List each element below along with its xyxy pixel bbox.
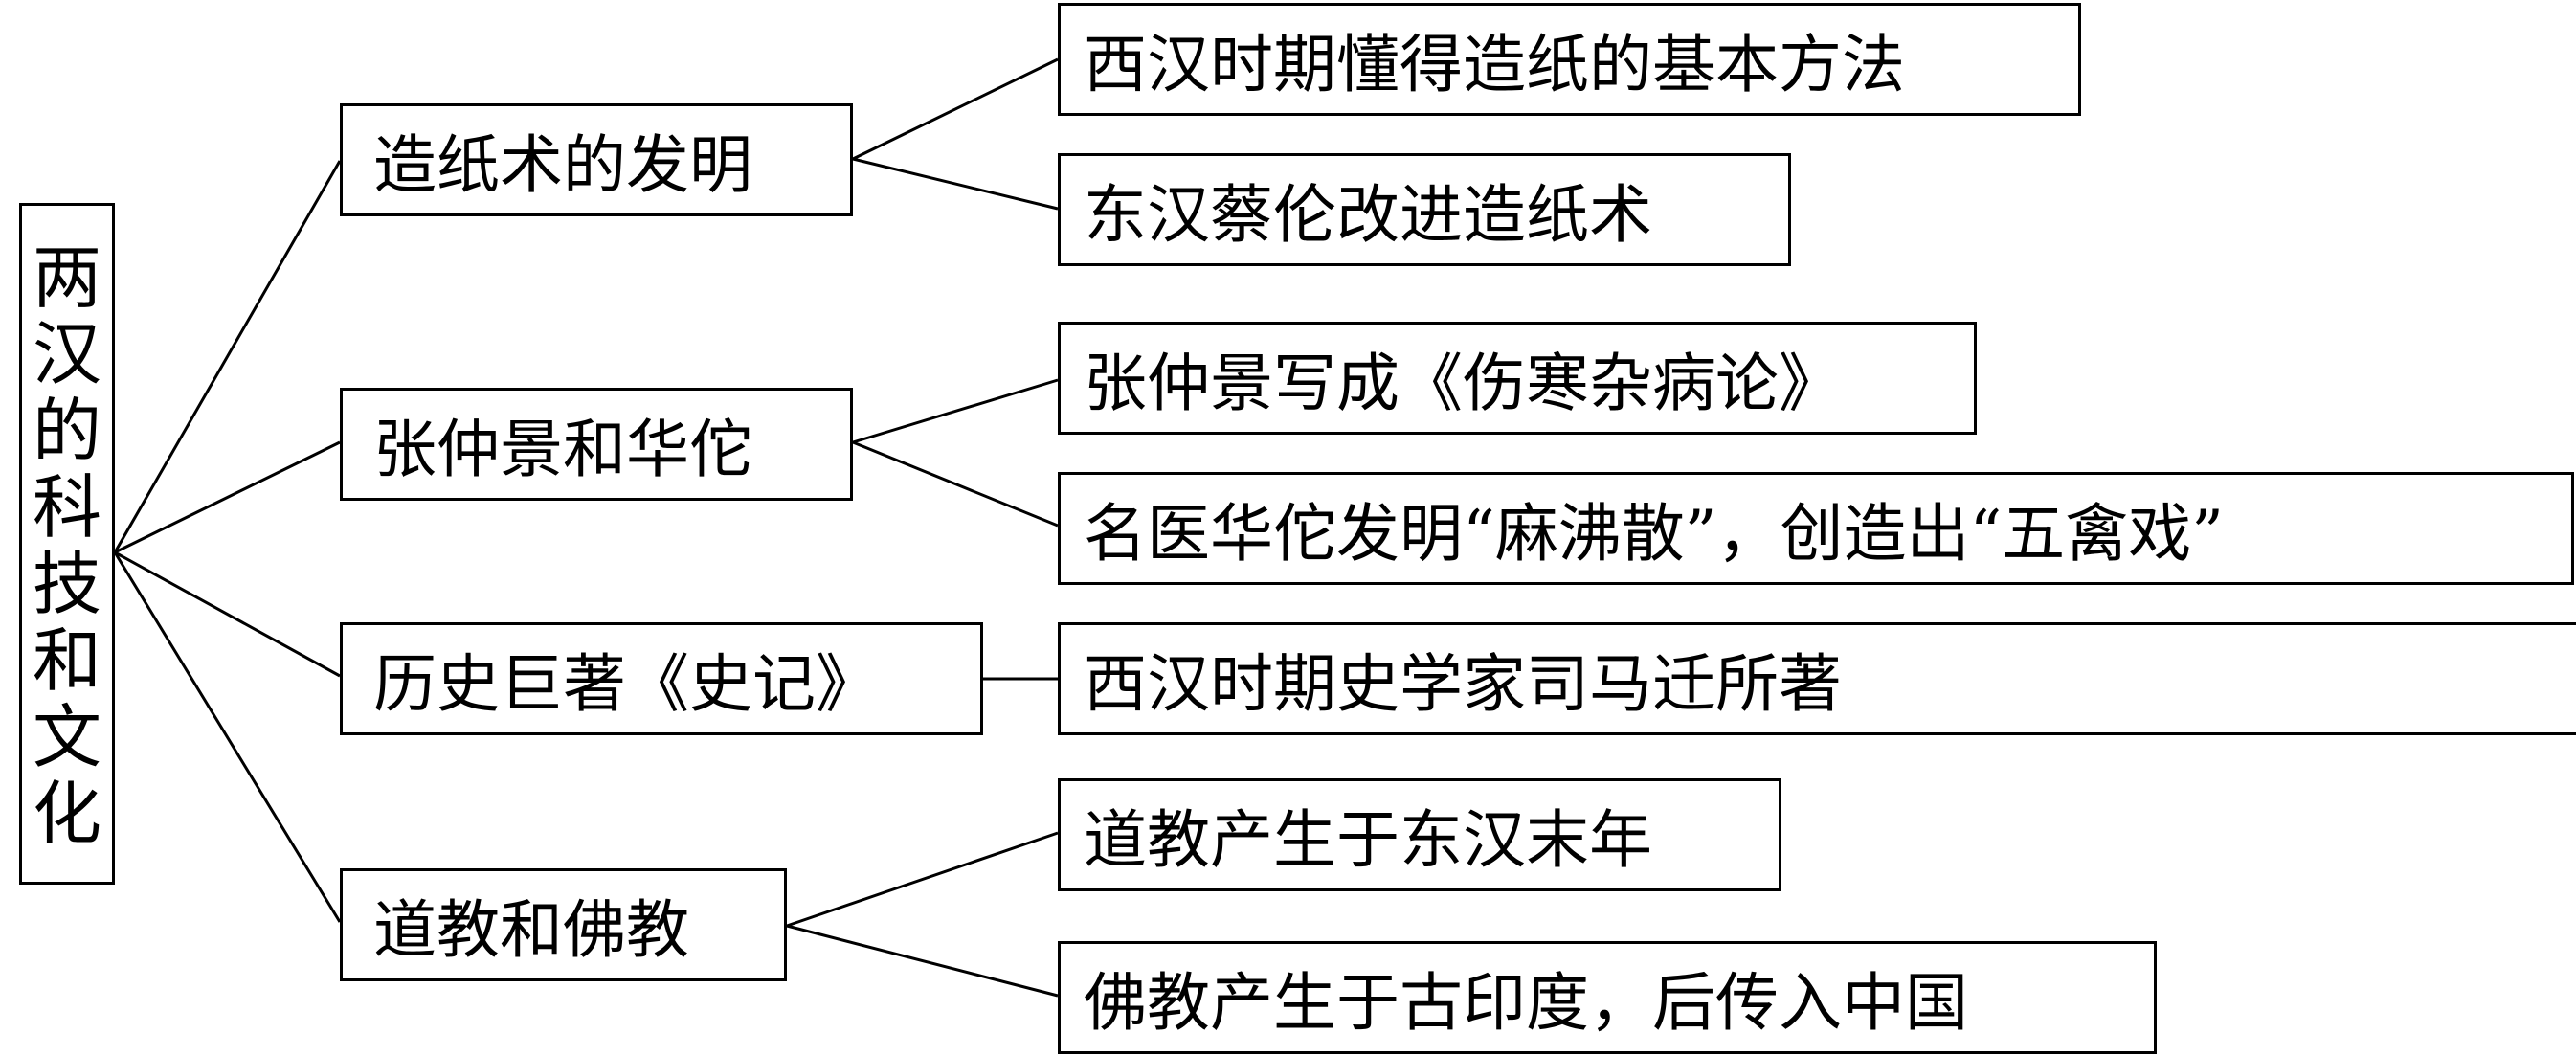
root-char: 汉 xyxy=(32,314,101,394)
connector-root-branch-1 xyxy=(113,160,342,553)
connector-branch-2-leaf-1 xyxy=(852,378,1059,444)
branch-papermaking: 造纸术的发明 xyxy=(340,103,853,216)
connector-branch-1-leaf-2 xyxy=(852,157,1059,211)
connector-root-branch-3 xyxy=(114,550,341,678)
branch-zhang-zhongjing-hua-tuo: 张仲景和华佗 xyxy=(340,388,853,501)
root-char: 两 xyxy=(32,237,101,318)
leaf-taoism-origin: 道教产生于东汉末年 xyxy=(1058,778,1781,891)
leaf-shanghan-lun: 张仲景写成《伤寒杂病论》 xyxy=(1058,322,1977,435)
connector-branch-2-leaf-2 xyxy=(852,440,1059,528)
leaf-buddhism-origin: 佛教产生于古印度，后传入中国 xyxy=(1058,941,2157,1054)
branch-taoism-buddhism: 道教和佛教 xyxy=(340,868,787,981)
connector-branch-4-leaf-1 xyxy=(786,831,1059,928)
leaf-mafeisan-wuqinxi: 名医华佗发明“麻沸散”，创造出“五禽戏” xyxy=(1058,472,2574,585)
connector-branch-4-leaf-2 xyxy=(786,924,1059,998)
root-char: 化 xyxy=(32,774,101,854)
connector-root-branch-2 xyxy=(114,440,341,554)
leaf-sima-qian: 西汉时期史学家司马迁所著 xyxy=(1058,622,2576,735)
root-char: 和 xyxy=(32,620,101,701)
root-char: 科 xyxy=(32,467,101,548)
leaf-cai-lun: 东汉蔡伦改进造纸术 xyxy=(1058,153,1791,266)
root-topic: 两 汉 的 科 技 和 文 化 xyxy=(19,203,115,885)
connector-branch-1-leaf-1 xyxy=(852,57,1059,161)
branch-shiji: 历史巨著《史记》 xyxy=(340,622,983,735)
root-char: 的 xyxy=(32,391,101,471)
root-char: 技 xyxy=(32,544,101,624)
connector-root-branch-4 xyxy=(113,551,342,923)
leaf-western-han-papermaking: 西汉时期懂得造纸的基本方法 xyxy=(1058,3,2081,116)
root-char: 文 xyxy=(32,697,101,777)
